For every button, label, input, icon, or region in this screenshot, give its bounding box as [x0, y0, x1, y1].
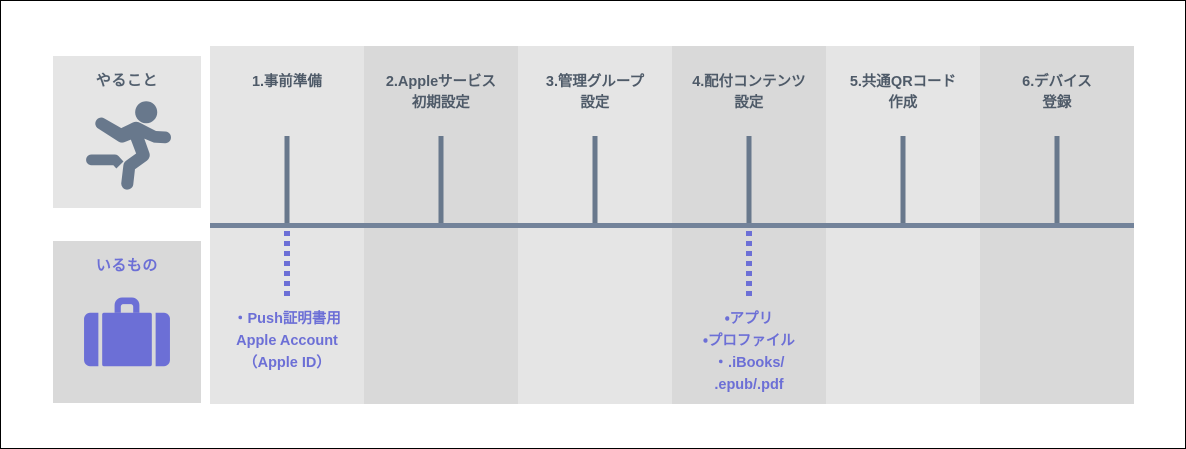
- step-dotted-connector-4: [746, 231, 752, 297]
- step-items-1: ・Push証明書用 Apple Account （Apple ID）: [218, 308, 356, 374]
- timeline-axis: [210, 223, 1134, 228]
- step-title-4: 4.配付コンテンツ 設定: [692, 74, 806, 112]
- step-stem-4: [746, 136, 752, 226]
- step-dotted-connector-1: [284, 231, 290, 297]
- row-label-needed: いるもの: [53, 241, 201, 403]
- list-item: ・.iBooks/ .epub/.pdf: [713, 355, 785, 394]
- step-stem-5: [900, 136, 906, 226]
- step-title-2: 2.Appleサービス 初期設定: [385, 74, 497, 112]
- step-stem-1: [284, 136, 290, 226]
- list-item: ・アプリ: [724, 311, 774, 327]
- step-items-4: ・アプリ ・プロファイル ・.iBooks/ .epub/.pdf: [680, 308, 818, 396]
- row-label-doing-text: やること: [95, 72, 158, 89]
- row-label-needed-text: いるもの: [95, 257, 158, 274]
- list-item: ・プロファイル: [703, 333, 795, 350]
- step-stem-2: [438, 136, 444, 226]
- step-title-3: 3.管理グループ 設定: [545, 74, 645, 112]
- row-label-doing: やること: [53, 56, 201, 208]
- step-title-6: 6.デバイス 登録: [1022, 74, 1092, 112]
- suitcase-icon: [84, 297, 170, 367]
- step-title-1: 1.事前準備: [251, 74, 323, 90]
- step-title-5: 5.共通QRコード 作成: [849, 74, 957, 112]
- list-item: ・Push証明書用 Apple Account （Apple ID）: [233, 311, 341, 372]
- step-stem-3: [592, 136, 598, 226]
- running-person-icon: [86, 101, 171, 190]
- step-stem-6: [1054, 136, 1060, 226]
